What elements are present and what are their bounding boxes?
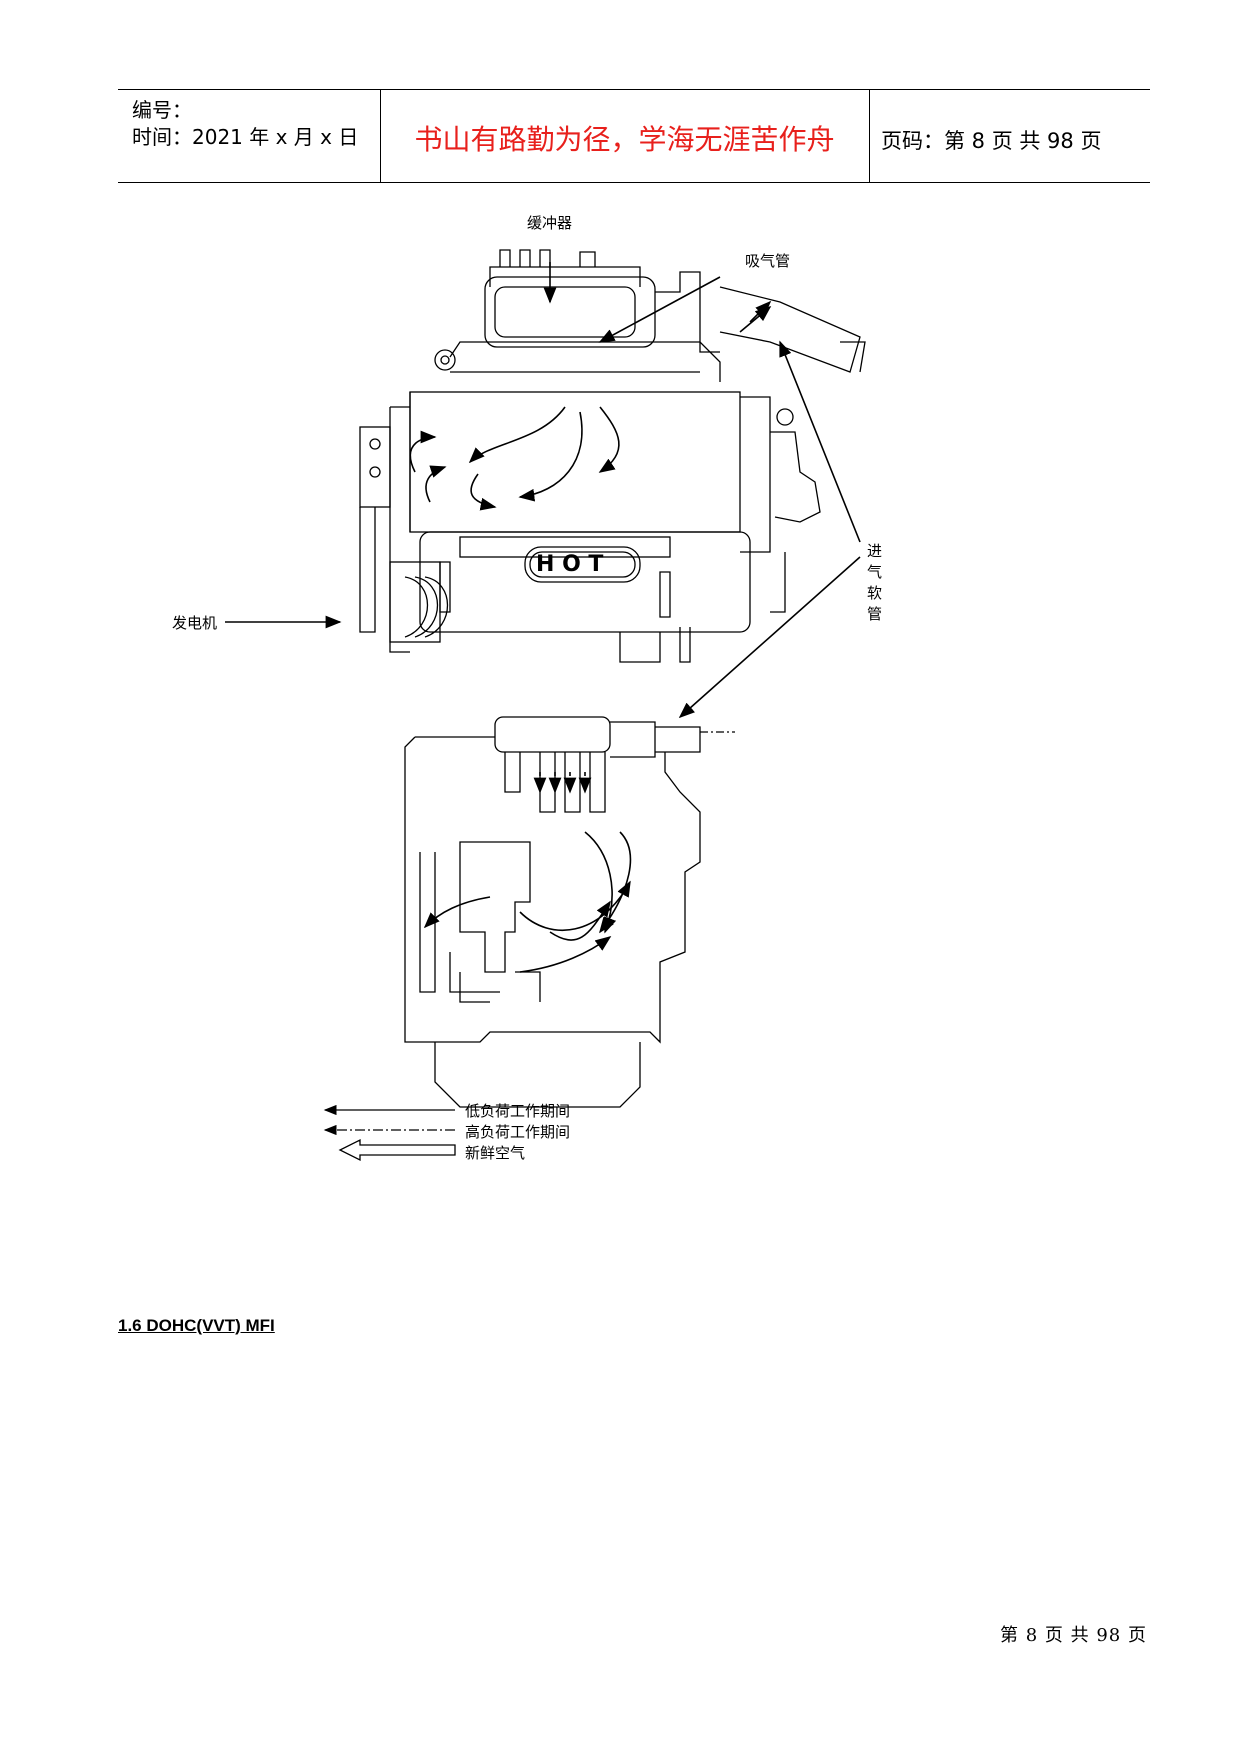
legend-text-fresh: 新鲜空气 bbox=[465, 1144, 526, 1162]
intake-pipe-shape bbox=[719, 286, 861, 373]
piston bbox=[459, 841, 531, 973]
label-buffer: 缓冲器 bbox=[527, 214, 573, 232]
page-footer: 第 8 页 共 98 页 bbox=[1000, 1625, 1147, 1646]
label-intake-pipe: 吸气管 bbox=[745, 252, 791, 270]
engine-diagram-svg bbox=[225, 249, 866, 1162]
header-motto: 书山有路勤为径，学海无涯苦作舟 bbox=[414, 123, 835, 156]
page-header: 编号： 时间：2021 年 x 月 x 日 书山有路勤为径，学海无涯苦作舟 页码… bbox=[118, 89, 1150, 183]
legend-text-high: 高负荷工作期间 bbox=[465, 1123, 571, 1141]
plenum-lower bbox=[494, 716, 611, 753]
legend-fresh-air bbox=[338, 1138, 456, 1162]
label-hot: H O T bbox=[536, 552, 604, 577]
header-motto-cell: 书山有路勤为径，学海无涯苦作舟 bbox=[380, 90, 870, 182]
hot-plate bbox=[524, 546, 641, 583]
document-time-label: 时间：2021 年 x 月 x 日 bbox=[132, 125, 359, 149]
label-alternator: 发电机 bbox=[172, 614, 218, 632]
engine-airflow-diagram: 缓冲器 吸气管 进气软管 发电机 H O T 低负荷工作期间 高负荷工作期间 新… bbox=[160, 214, 883, 1302]
header-left-cell: 编号： 时间：2021 年 x 月 x 日 bbox=[118, 90, 381, 182]
engine-block bbox=[419, 531, 751, 633]
header-page-info: 页码：第 8 页 共 98 页 bbox=[881, 129, 1102, 153]
label-intake-hose: 进气软管 bbox=[867, 542, 883, 623]
section-title: 1.6 DOHC(VVT) MFI bbox=[118, 1316, 275, 1335]
document-number-label: 编号： bbox=[132, 98, 192, 122]
header-page-cell: 页码：第 8 页 共 98 页 bbox=[869, 90, 1150, 182]
alternator-body bbox=[389, 561, 441, 643]
legend-text-low: 低负荷工作期间 bbox=[465, 1102, 571, 1120]
